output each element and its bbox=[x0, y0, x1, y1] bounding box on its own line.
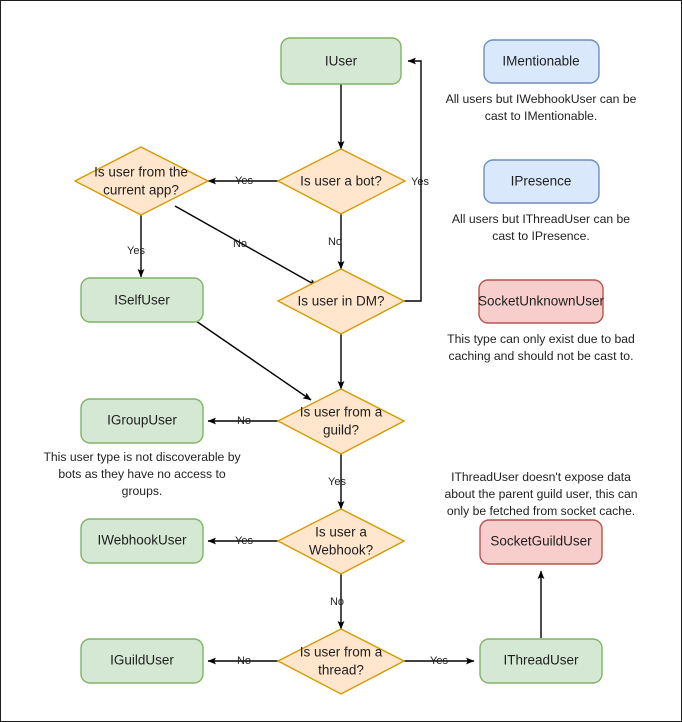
node-imentionable-label: IMentionable bbox=[502, 54, 579, 69]
note-thread-line3: only be fetched from socket cache. bbox=[447, 504, 635, 518]
note-ipresence-line2: cast to IPresence. bbox=[492, 229, 590, 243]
edge-label-webhook-no: No bbox=[330, 596, 344, 608]
note-socketunknownuser: This type can only exist due to bad cach… bbox=[447, 332, 635, 363]
node-is-user-in-dm[interactable]: Is user in DM? bbox=[276, 268, 406, 335]
edge-label-bot-yes: Yes bbox=[411, 176, 429, 188]
node-is-user-a-bot-label: Is user a bot? bbox=[300, 174, 382, 189]
node-iwebhookuser[interactable]: IWebhookUser bbox=[80, 518, 204, 564]
edge-label-guild-yes: Yes bbox=[328, 476, 346, 488]
edge-from-guild-yes-to-is-webhook: Yes bbox=[328, 454, 346, 510]
node-from-guild-label-line1: Is user from a bbox=[300, 405, 383, 420]
node-iguilduser-label: IGuildUser bbox=[110, 653, 174, 668]
note-ipresence: All users but IThreadUser can be cast to… bbox=[452, 212, 630, 243]
edge-from-thread-yes-to-ithreaduser: Yes bbox=[404, 655, 475, 667]
node-igroupuser[interactable]: IGroupUser bbox=[80, 398, 204, 444]
node-iselfuser-label: ISelfUser bbox=[114, 293, 170, 308]
node-ipresence-label: IPresence bbox=[511, 174, 572, 189]
node-socketguilduser-label: SocketGuildUser bbox=[490, 534, 592, 549]
note-group-line1: This user type is not discoverable by bbox=[43, 450, 241, 464]
edge-label-guild-no: No bbox=[237, 415, 251, 427]
node-ithreaduser-label: IThreadUser bbox=[503, 653, 579, 668]
edge-from-thread-no-to-iguilduser: No bbox=[207, 655, 278, 667]
note-group-line2: bots as they have no access to bbox=[58, 467, 226, 481]
edge-label-webhook-yes: Yes bbox=[235, 535, 253, 547]
node-socketguilduser[interactable]: SocketGuildUser bbox=[479, 519, 603, 565]
note-ipresence-line1: All users but IThreadUser can be bbox=[452, 212, 630, 226]
edge-current-app-no-to-is-dm: No bbox=[174, 205, 318, 287]
node-is-user-a-bot[interactable]: Is user a bot? bbox=[276, 148, 407, 215]
node-iuser-label: IUser bbox=[325, 54, 358, 69]
edge-label-bot-no: No bbox=[328, 236, 342, 248]
node-ithreaduser[interactable]: IThreadUser bbox=[479, 638, 603, 684]
node-is-user-from-guild[interactable]: Is user from a guild? bbox=[276, 388, 406, 455]
note-imentionable-line1: All users but IWebhookUser can be bbox=[446, 92, 637, 106]
edge-is-dm-yes-to-iuser bbox=[404, 57, 422, 302]
node-from-thread-label-line2: thread? bbox=[318, 663, 364, 678]
edge-iselfuser-to-from-guild bbox=[195, 320, 312, 401]
edge-is-bot-yes-to-current-app: Yes bbox=[207, 175, 278, 187]
note-imentionable-line2: cast to IMentionable. bbox=[485, 109, 597, 123]
note-imentionable: All users but IWebhookUser can be cast t… bbox=[446, 92, 637, 123]
note-thread-line1: IThreadUser doesn't expose data bbox=[451, 470, 631, 484]
note-igroupuser: This user type is not discoverable by bo… bbox=[43, 450, 241, 498]
edge-label-app-yes-in: Yes bbox=[235, 175, 253, 187]
edge-current-app-yes-to-iselfuser: Yes bbox=[127, 215, 145, 278]
node-iuser[interactable]: IUser bbox=[280, 37, 402, 85]
node-from-guild-label-line2: guild? bbox=[323, 423, 359, 438]
edge-label-app-no: No bbox=[233, 238, 247, 250]
node-socketunknownuser-label: SocketUnknownUser bbox=[478, 294, 605, 309]
edge-is-bot-yes-label: Yes bbox=[411, 176, 429, 188]
node-is-user-from-current-app[interactable]: Is user from the current app? bbox=[73, 146, 210, 216]
node-is-webhook-label-line1: Is user a bbox=[315, 525, 367, 540]
node-is-user-a-webhook[interactable]: Is user a Webhook? bbox=[276, 508, 406, 575]
node-socketunknownuser[interactable]: SocketUnknownUser bbox=[478, 279, 605, 324]
node-iselfuser[interactable]: ISelfUser bbox=[80, 277, 204, 323]
node-is-webhook-label-line2: Webhook? bbox=[309, 543, 373, 558]
note-thread-line2: about the parent guild user, this can bbox=[444, 487, 637, 501]
edge-is-bot-no-to-is-dm: No bbox=[328, 214, 345, 270]
note-unknown-line2: caching and should not be cast to. bbox=[449, 349, 634, 363]
node-iguilduser[interactable]: IGuildUser bbox=[80, 638, 204, 684]
node-iwebhookuser-label: IWebhookUser bbox=[97, 533, 187, 548]
node-is-user-in-dm-label: Is user in DM? bbox=[297, 294, 384, 309]
note-group-line3: groups. bbox=[122, 484, 163, 498]
node-from-thread-label-line1: Is user from a bbox=[300, 645, 383, 660]
edge-label-thread-no: No bbox=[237, 655, 251, 667]
node-ipresence[interactable]: IPresence bbox=[483, 159, 600, 204]
node-current-app-label-line2: current app? bbox=[103, 183, 179, 198]
edge-label-app-yes: Yes bbox=[127, 245, 145, 257]
note-ithreaduser: IThreadUser doesn't expose data about th… bbox=[444, 470, 637, 518]
node-imentionable[interactable]: IMentionable bbox=[483, 39, 600, 84]
node-current-app-label-line1: Is user from the bbox=[94, 165, 188, 180]
node-is-user-from-thread[interactable]: Is user from a thread? bbox=[276, 628, 406, 695]
edge-label-thread-yes: Yes bbox=[430, 655, 448, 667]
note-unknown-line1: This type can only exist due to bad bbox=[447, 332, 635, 346]
edge-is-webhook-no-to-from-thread: No bbox=[330, 574, 345, 630]
edge-from-guild-no-to-igroupuser: No bbox=[207, 415, 278, 427]
edge-is-webhook-yes-to-iwebhookuser: Yes bbox=[207, 535, 278, 547]
node-igroupuser-label: IGroupUser bbox=[107, 413, 177, 428]
